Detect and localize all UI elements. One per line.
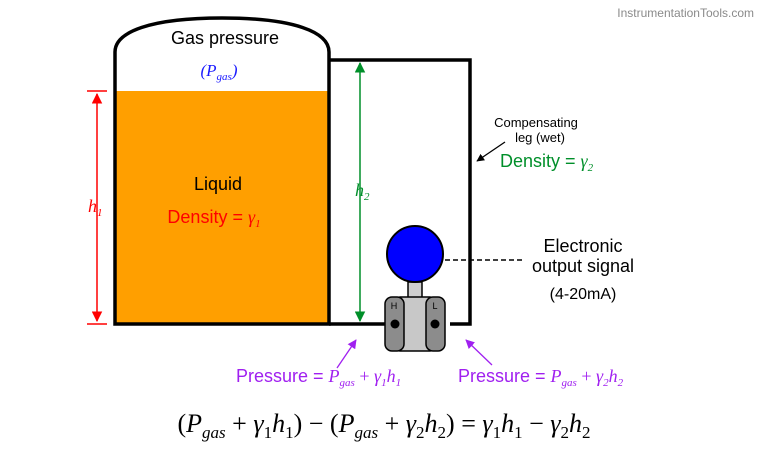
compensating-leg-label-line1: Compensating (494, 115, 578, 130)
liquid-fill (115, 91, 329, 324)
high-pressure-pointer (336, 339, 357, 369)
transmitter-head (386, 225, 444, 283)
transmitter-body (399, 296, 431, 352)
liquid-label: Liquid (194, 174, 242, 194)
low-port-dot (430, 319, 440, 329)
high-port-label: H (391, 301, 398, 311)
differential-pressure-equation: (Pgas + γ1h1) − (Pgas + γ2h2) = γ1h1 − γ… (177, 409, 590, 442)
h1-label: h1 (88, 196, 103, 219)
low-pressure-label: Pressure = Pgas + γ2h2 (458, 366, 624, 389)
compensating-leg-label-line2: leg (wet) (515, 130, 565, 145)
signal-label-line1: Electronic (543, 236, 622, 256)
transmitter-stem (407, 281, 423, 299)
liquid-density-label: Density = γ1 (167, 207, 260, 230)
watermark: InstrumentationTools.com (617, 6, 754, 20)
high-port-dot (390, 319, 400, 329)
tank-outline (113, 16, 331, 326)
high-pressure-label: Pressure = Pgas + γ1h1 (236, 366, 401, 389)
low-port-label: L (432, 301, 437, 311)
signal-label-line3: (4-20mA) (550, 286, 617, 303)
signal-label-line2: output signal (532, 256, 634, 276)
low-pressure-pointer (465, 339, 493, 366)
compensating-leg-pointer (476, 141, 506, 162)
gas-pressure-symbol: (Pgas) (200, 61, 237, 83)
compensating-leg-pipe (329, 58, 472, 326)
gas-pressure-label: Gas pressure (171, 28, 279, 48)
compensating-leg-density: Density = γ2 (500, 151, 594, 174)
h2-label: h2 (355, 180, 370, 203)
